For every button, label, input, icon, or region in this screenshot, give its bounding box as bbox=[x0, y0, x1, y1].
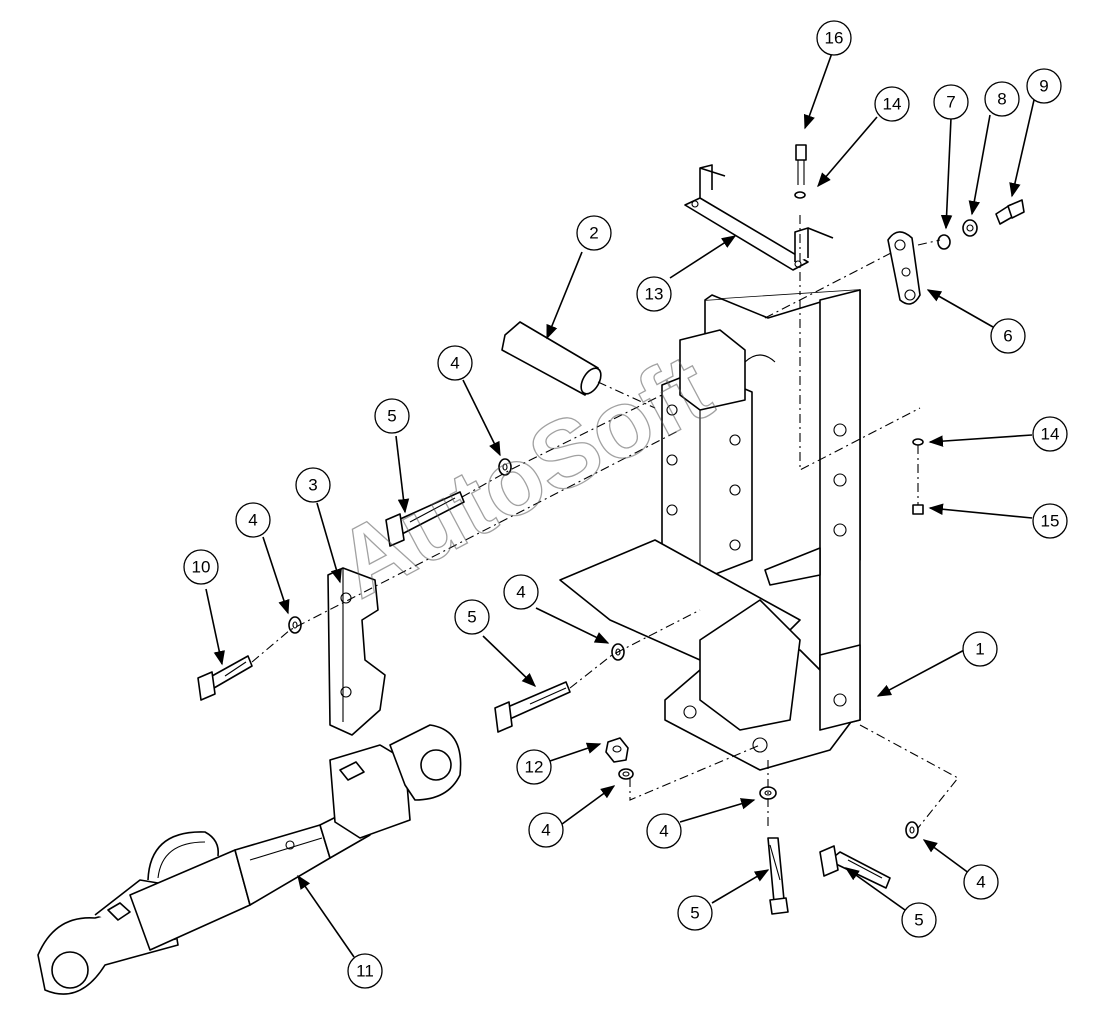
svg-text:14: 14 bbox=[1041, 425, 1060, 444]
assembly-lines bbox=[251, 215, 959, 830]
svg-text:14: 14 bbox=[883, 95, 902, 114]
callout-2: 2 bbox=[576, 215, 612, 251]
callout-11: 11 bbox=[347, 953, 383, 989]
link-plate bbox=[887, 231, 921, 305]
svg-text:15: 15 bbox=[1041, 512, 1060, 531]
callout-4-right: 4 bbox=[963, 864, 999, 900]
callout-16: 16 bbox=[816, 20, 852, 56]
svg-text:12: 12 bbox=[525, 758, 544, 777]
callout-5-bottom: 5 bbox=[677, 895, 713, 931]
callout-7: 7 bbox=[933, 84, 969, 120]
svg-text:2: 2 bbox=[589, 224, 598, 243]
callout-5-mid: 5 bbox=[454, 599, 490, 635]
svg-text:4: 4 bbox=[541, 821, 550, 840]
svg-text:3: 3 bbox=[308, 476, 317, 495]
callout-5-upper: 5 bbox=[374, 398, 410, 434]
callout-4-left: 4 bbox=[235, 502, 271, 538]
svg-text:4: 4 bbox=[248, 511, 257, 530]
callout-13: 13 bbox=[636, 276, 672, 312]
leader-lines bbox=[205, 52, 1035, 958]
callout-4-nut: 4 bbox=[528, 812, 564, 848]
callout-6: 6 bbox=[990, 318, 1026, 354]
svg-text:4: 4 bbox=[516, 583, 525, 602]
svg-text:6: 6 bbox=[1003, 327, 1012, 346]
spacer-washer-bolt bbox=[937, 199, 1025, 250]
callout-4-mid: 4 bbox=[503, 574, 539, 610]
svg-text:7: 7 bbox=[946, 93, 955, 112]
svg-text:4: 4 bbox=[450, 354, 459, 373]
svg-text:5: 5 bbox=[690, 904, 699, 923]
top-link bbox=[37, 724, 462, 995]
bolts bbox=[197, 491, 891, 915]
callout-1: 1 bbox=[962, 631, 998, 667]
svg-text:13: 13 bbox=[645, 285, 664, 304]
callout-5-right: 5 bbox=[901, 902, 937, 938]
svg-text:5: 5 bbox=[467, 608, 476, 627]
svg-text:4: 4 bbox=[659, 822, 668, 841]
svg-text:8: 8 bbox=[997, 90, 1006, 109]
small-hardware bbox=[794, 144, 924, 515]
callout-12: 12 bbox=[516, 749, 552, 785]
svg-text:1: 1 bbox=[975, 640, 984, 659]
callout-9: 9 bbox=[1026, 68, 1062, 104]
callout-3: 3 bbox=[295, 467, 331, 503]
callout-14-right: 14 bbox=[1032, 416, 1068, 452]
svg-text:9: 9 bbox=[1039, 77, 1048, 96]
callout-14-top: 14 bbox=[874, 86, 910, 122]
svg-text:5: 5 bbox=[387, 407, 396, 426]
pin bbox=[501, 321, 602, 396]
svg-text:11: 11 bbox=[356, 962, 374, 981]
callout-10: 10 bbox=[183, 549, 219, 585]
svg-text:10: 10 bbox=[192, 558, 211, 577]
callout-8: 8 bbox=[984, 81, 1020, 117]
svg-text:16: 16 bbox=[825, 29, 844, 48]
svg-text:5: 5 bbox=[914, 911, 923, 930]
main-bracket bbox=[559, 289, 861, 771]
svg-text:4: 4 bbox=[976, 873, 985, 892]
clamp-block bbox=[327, 567, 386, 736]
callout-4-bottom: 4 bbox=[646, 813, 682, 849]
callout-4-pin: 4 bbox=[437, 345, 473, 381]
upper-bracket bbox=[684, 164, 834, 271]
callout-15: 15 bbox=[1032, 503, 1068, 539]
